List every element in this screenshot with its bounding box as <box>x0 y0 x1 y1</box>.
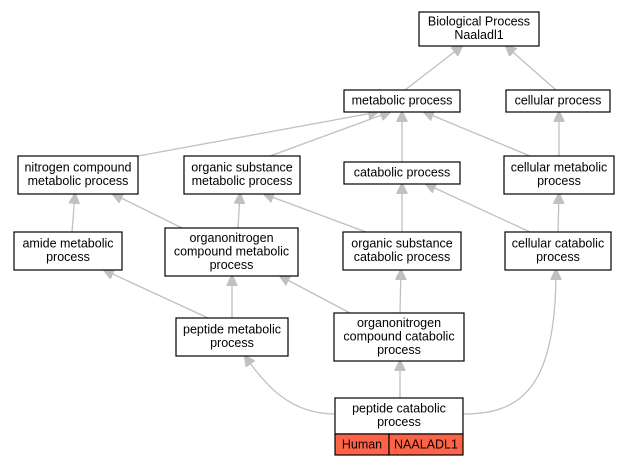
edge-orgN_met-to-nitrogen <box>113 194 183 229</box>
node-label: metabolic process <box>352 93 453 107</box>
edge-cell_met-to-metabolic <box>424 112 531 157</box>
species-label: Human <box>342 437 382 451</box>
node-box <box>503 155 615 195</box>
node-label: cellular catabolic <box>512 237 604 251</box>
node-label: compound metabolic <box>174 244 289 258</box>
edge-metabolic-to-bp <box>404 46 462 91</box>
node-label: compound catabolic <box>343 329 454 343</box>
node-box <box>418 11 540 47</box>
node-catabolic[interactable]: catabolic process <box>343 161 461 185</box>
node-label: catabolic process <box>354 250 451 264</box>
node-box <box>343 89 461 113</box>
node-label: cellular process <box>515 93 602 107</box>
edge-cell_cat-to-cell_met <box>558 194 559 233</box>
node-metabolic[interactable]: metabolic process <box>343 89 461 113</box>
node-label: peptide metabolic <box>183 323 281 337</box>
node-label: catabolic process <box>354 165 451 179</box>
node-box <box>17 155 139 195</box>
edge-cellular-to-bp <box>506 46 557 91</box>
node-box <box>505 89 611 113</box>
edge-orgN_cat-to-org_sub_cat <box>400 270 401 314</box>
node-label: organic substance <box>191 161 293 175</box>
edge-orgN_met-to-organic_sub <box>238 194 240 229</box>
node-label: process <box>377 343 421 357</box>
node-label: amide metabolic <box>22 237 113 251</box>
edge-peptide_cat-to-peptide_met <box>245 356 336 415</box>
node-box <box>504 231 612 271</box>
node-label: organonitrogen <box>189 231 273 245</box>
node-label: process <box>537 174 581 188</box>
edges <box>72 46 559 415</box>
node-label: peptide catabolic <box>352 402 446 416</box>
edge-cell_cat-to-catabolic <box>426 184 531 233</box>
node-label: metabolic process <box>192 174 293 188</box>
node-label: process <box>377 415 421 429</box>
node-label: process <box>210 258 254 272</box>
edge-amide-to-nitrogen <box>72 194 75 233</box>
node-box <box>164 227 299 277</box>
node-box <box>334 397 464 435</box>
node-label: organonitrogen <box>357 316 441 330</box>
node-label: process <box>536 250 580 264</box>
annotation-badge: Human NAALADL1 <box>334 433 464 456</box>
edge-peptide_cat-to-cell_cat <box>462 270 556 415</box>
node-label: process <box>46 250 90 264</box>
annotation-cell <box>388 433 464 456</box>
node-box <box>333 312 465 362</box>
node-box <box>183 155 301 195</box>
edge-organic_sub-to-metabolic <box>269 112 390 157</box>
node-label: process <box>210 336 254 350</box>
node-label: organic substance <box>351 237 453 251</box>
edge-peptide_met-to-amide <box>104 270 209 319</box>
edge-orgN_cat-to-orgN_met <box>280 276 351 314</box>
node-label: nitrogen compound <box>24 161 131 175</box>
node-cellular[interactable]: cellular process <box>505 89 611 113</box>
node-label: cellular metabolic <box>511 161 608 175</box>
node-label: Biological Process <box>428 15 530 29</box>
node-label: Naaladl1 <box>454 28 503 42</box>
gene-label: NAALADL1 <box>394 437 458 451</box>
node-box <box>343 161 461 185</box>
node-box <box>342 231 462 271</box>
edge-nitrogen-to-metabolic <box>137 112 378 157</box>
edge-org_sub_cat-to-organic_sub <box>264 194 367 233</box>
node-box <box>13 231 123 271</box>
node-label: metabolic process <box>28 174 129 188</box>
node-box <box>175 317 289 357</box>
